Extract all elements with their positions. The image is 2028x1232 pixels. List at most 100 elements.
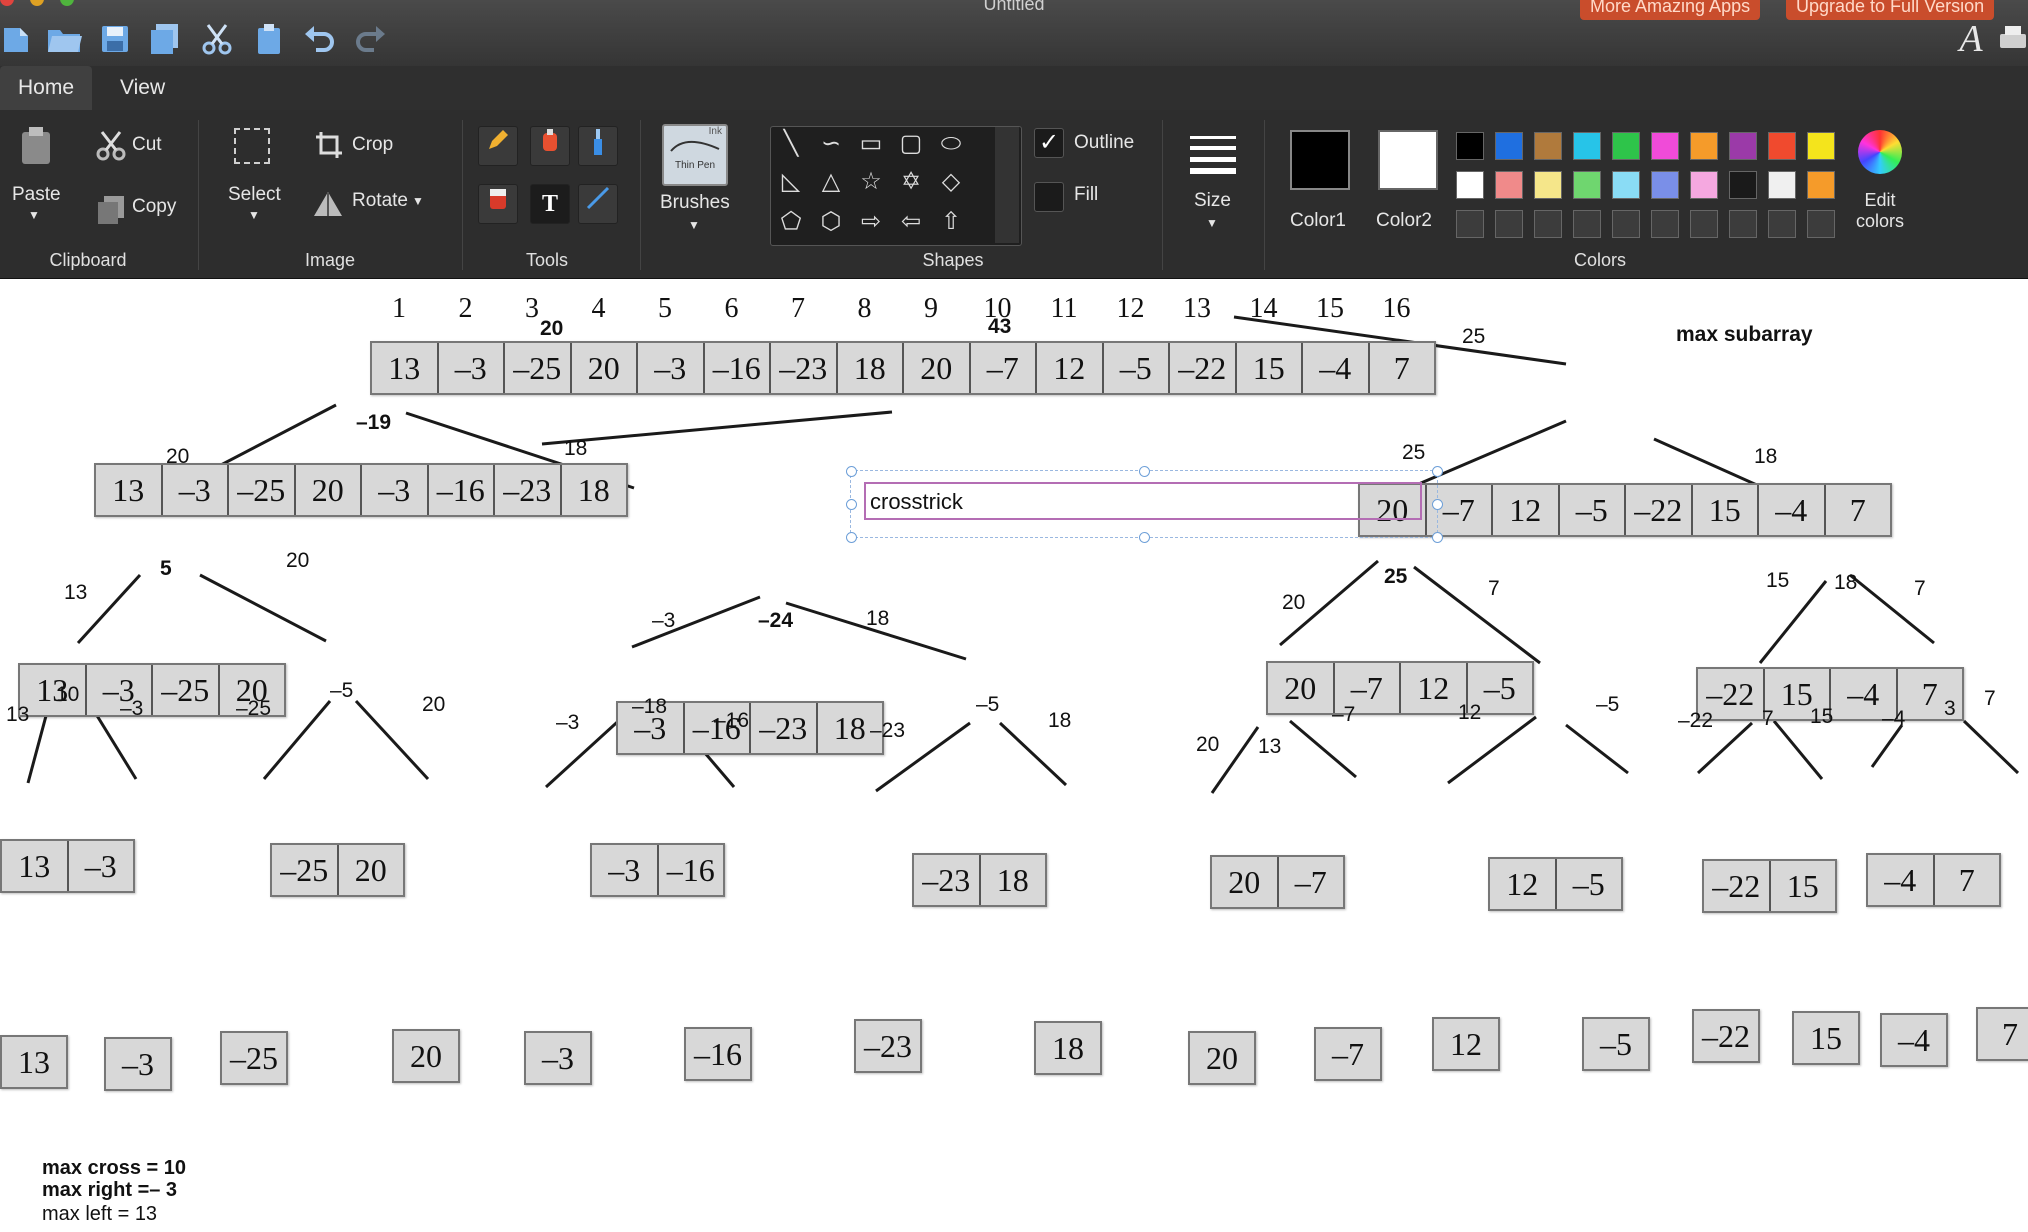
palette-swatch[interactable]: [1807, 132, 1835, 160]
palette-swatch[interactable]: [1495, 171, 1523, 199]
resize-handle[interactable]: [846, 466, 857, 477]
redo-icon[interactable]: [354, 22, 388, 56]
palette-swatch[interactable]: [1612, 171, 1640, 199]
pentagon-shape-icon[interactable]: ⬠: [780, 208, 802, 235]
resize-handle[interactable]: [1432, 532, 1443, 543]
paste-icon[interactable]: [252, 22, 286, 56]
palette-swatch[interactable]: [1729, 171, 1757, 199]
undo-icon[interactable]: [302, 22, 336, 56]
color1-swatch[interactable]: [1290, 130, 1350, 190]
crop-button[interactable]: Crop: [352, 134, 394, 155]
palette-swatch[interactable]: [1573, 132, 1601, 160]
palette-swatch[interactable]: [1729, 210, 1757, 238]
text-tool-icon[interactable]: T: [530, 184, 570, 224]
rotate-dropdown-icon[interactable]: ▼: [412, 194, 424, 208]
size-button[interactable]: Size: [1194, 190, 1231, 211]
right-triangle-shape-icon[interactable]: ◺: [781, 168, 801, 195]
palette-swatch[interactable]: [1495, 132, 1523, 160]
zoom-window-button[interactable]: [60, 0, 74, 6]
star-shape-icon[interactable]: ☆: [860, 168, 882, 195]
palette-swatch[interactable]: [1534, 171, 1562, 199]
palette-swatch[interactable]: [1534, 210, 1562, 238]
ellipse-shape-icon[interactable]: ⬭: [940, 130, 962, 157]
cut-button[interactable]: Cut: [132, 134, 162, 155]
palette-swatch[interactable]: [1573, 210, 1601, 238]
diamond-shape-icon[interactable]: ◇: [941, 168, 961, 195]
palette-swatch[interactable]: [1768, 171, 1796, 199]
save-icon[interactable]: [98, 22, 132, 56]
color-wheel-icon[interactable]: [1858, 130, 1902, 174]
tab-home[interactable]: Home: [0, 66, 93, 110]
palette-swatch[interactable]: [1456, 171, 1484, 199]
paste-dropdown-icon[interactable]: ▼: [28, 208, 40, 222]
brushes-dropdown-icon[interactable]: ▼: [688, 218, 700, 232]
resize-handle[interactable]: [846, 499, 857, 510]
size-lines-icon[interactable]: [1190, 134, 1236, 178]
palette-swatch[interactable]: [1573, 171, 1601, 199]
tab-view[interactable]: View: [120, 76, 166, 99]
palette-swatch[interactable]: [1534, 132, 1562, 160]
palette-swatch[interactable]: [1807, 171, 1835, 199]
rectangle-shape-icon[interactable]: ▭: [859, 130, 883, 157]
color2-swatch[interactable]: [1378, 130, 1438, 190]
brush-preview[interactable]: Ink Thin Pen: [662, 124, 728, 186]
print-icon[interactable]: [1996, 22, 2028, 56]
palette-swatch[interactable]: [1807, 210, 1835, 238]
palette-swatch[interactable]: [1456, 132, 1484, 160]
resize-handle[interactable]: [1432, 499, 1443, 510]
pencil-icon[interactable]: [478, 126, 518, 166]
color-picker-icon[interactable]: [578, 126, 618, 166]
up-arrow-shape-icon[interactable]: ⇧: [940, 208, 962, 235]
curve-shape-icon[interactable]: ∽: [820, 130, 842, 157]
size-dropdown-icon[interactable]: ▼: [1206, 216, 1218, 230]
select-icon[interactable]: [234, 128, 270, 164]
new-file-icon[interactable]: [0, 22, 34, 56]
left-arrow-shape-icon[interactable]: ⇦: [900, 208, 922, 235]
palette-swatch[interactable]: [1651, 132, 1679, 160]
eraser-icon[interactable]: [478, 184, 518, 224]
paste-button[interactable]: Paste: [12, 184, 61, 205]
palette-swatch[interactable]: [1456, 210, 1484, 238]
edit-colors-button[interactable]: Edit colors: [1855, 190, 1904, 231]
six-point-star-shape-icon[interactable]: ✡: [900, 168, 922, 195]
resize-handle[interactable]: [1432, 466, 1443, 477]
minimize-window-button[interactable]: [30, 0, 44, 6]
close-window-button[interactable]: [0, 0, 14, 6]
palette-swatch[interactable]: [1690, 171, 1718, 199]
palette-swatch[interactable]: [1690, 210, 1718, 238]
text-input-box[interactable]: crosstrick: [864, 482, 1422, 520]
select-button[interactable]: Select: [228, 184, 281, 205]
shapes-scrollbar[interactable]: [995, 127, 1019, 243]
cut-icon[interactable]: [94, 130, 128, 164]
outline-checkbox[interactable]: ✓: [1034, 128, 1064, 158]
palette-swatch[interactable]: [1768, 132, 1796, 160]
copy-button[interactable]: Copy: [132, 196, 177, 217]
line-brush-icon[interactable]: [578, 184, 618, 224]
resize-handle[interactable]: [1139, 466, 1150, 477]
palette-swatch[interactable]: [1690, 132, 1718, 160]
palette-swatch[interactable]: [1651, 171, 1679, 199]
palette-swatch[interactable]: [1651, 210, 1679, 238]
brushes-button[interactable]: Brushes: [660, 192, 730, 213]
triangle-shape-icon[interactable]: △: [821, 168, 841, 195]
palette-swatch[interactable]: [1729, 132, 1757, 160]
select-dropdown-icon[interactable]: ▼: [248, 208, 260, 222]
paste-icon[interactable]: [16, 124, 56, 164]
upgrade-button[interactable]: Upgrade to Full Version: [1786, 0, 1995, 20]
rotate-button[interactable]: Rotate: [352, 190, 408, 211]
rounded-rectangle-shape-icon[interactable]: ▢: [899, 130, 923, 157]
hexagon-shape-icon[interactable]: ⬡: [820, 208, 842, 235]
palette-swatch[interactable]: [1612, 132, 1640, 160]
right-arrow-shape-icon[interactable]: ⇨: [860, 208, 882, 235]
save-as-icon[interactable]: [148, 22, 182, 56]
resize-handle[interactable]: [1139, 532, 1150, 543]
palette-swatch[interactable]: [1768, 210, 1796, 238]
rotate-icon[interactable]: [310, 186, 346, 220]
resize-handle[interactable]: [846, 532, 857, 543]
fill-bucket-icon[interactable]: [530, 126, 570, 166]
palette-swatch[interactable]: [1495, 210, 1523, 238]
cut-icon[interactable]: [200, 22, 234, 56]
more-apps-button[interactable]: More Amazing Apps: [1580, 0, 1761, 20]
palette-swatch[interactable]: [1612, 210, 1640, 238]
